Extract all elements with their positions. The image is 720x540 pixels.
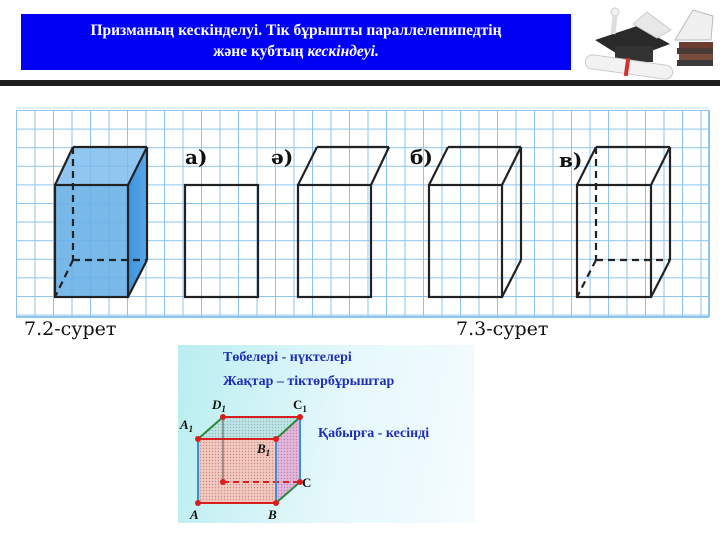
vertex-a1: A1 bbox=[179, 417, 193, 434]
figure-v bbox=[575, 145, 672, 299]
header-divider bbox=[0, 80, 720, 86]
label-ae: ә) bbox=[271, 145, 293, 169]
title-line-1: Призманың кескінделуі. Тік бұрышты парал… bbox=[90, 22, 502, 39]
figure-b bbox=[427, 145, 523, 299]
prism-figures: а) ә) б) в) bbox=[16, 107, 710, 318]
cube-diagram: D1 A1 C1 B1 C A B bbox=[179, 397, 311, 522]
label-a: а) bbox=[185, 145, 207, 169]
figure-7-2-caption: 7.2-сурет bbox=[24, 318, 117, 340]
cube-card: Төбелері - нүктелері Жақтар – тіктөрбұры… bbox=[178, 345, 474, 523]
figure-ae bbox=[296, 145, 390, 299]
vertex-a: A bbox=[189, 507, 199, 522]
vertex-b: B bbox=[267, 507, 277, 522]
title-line-2: және кубтың кескіндеуі. bbox=[213, 43, 379, 60]
figure-7-3-caption: 7.3-сурет bbox=[456, 318, 549, 340]
label-v: в) bbox=[559, 148, 582, 172]
vertex-c1: C1 bbox=[293, 397, 307, 414]
cube-edges-text: Қабырға - кесінді bbox=[318, 426, 430, 441]
filled-prism bbox=[53, 145, 149, 299]
slide-title: Призманың кескінделуі. Тік бұрышты парал… bbox=[21, 14, 571, 70]
cube-vertices-text: Төбелері - нүктелері bbox=[223, 350, 352, 365]
label-b: б) bbox=[410, 145, 433, 169]
vertex-c: C bbox=[302, 475, 311, 490]
cube-faces-text: Жақтар – тіктөрбұрыштар bbox=[223, 374, 395, 389]
graduation-books-icon bbox=[584, 7, 714, 80]
figure-a-rect bbox=[183, 183, 260, 299]
vertex-d1: D1 bbox=[211, 397, 226, 414]
